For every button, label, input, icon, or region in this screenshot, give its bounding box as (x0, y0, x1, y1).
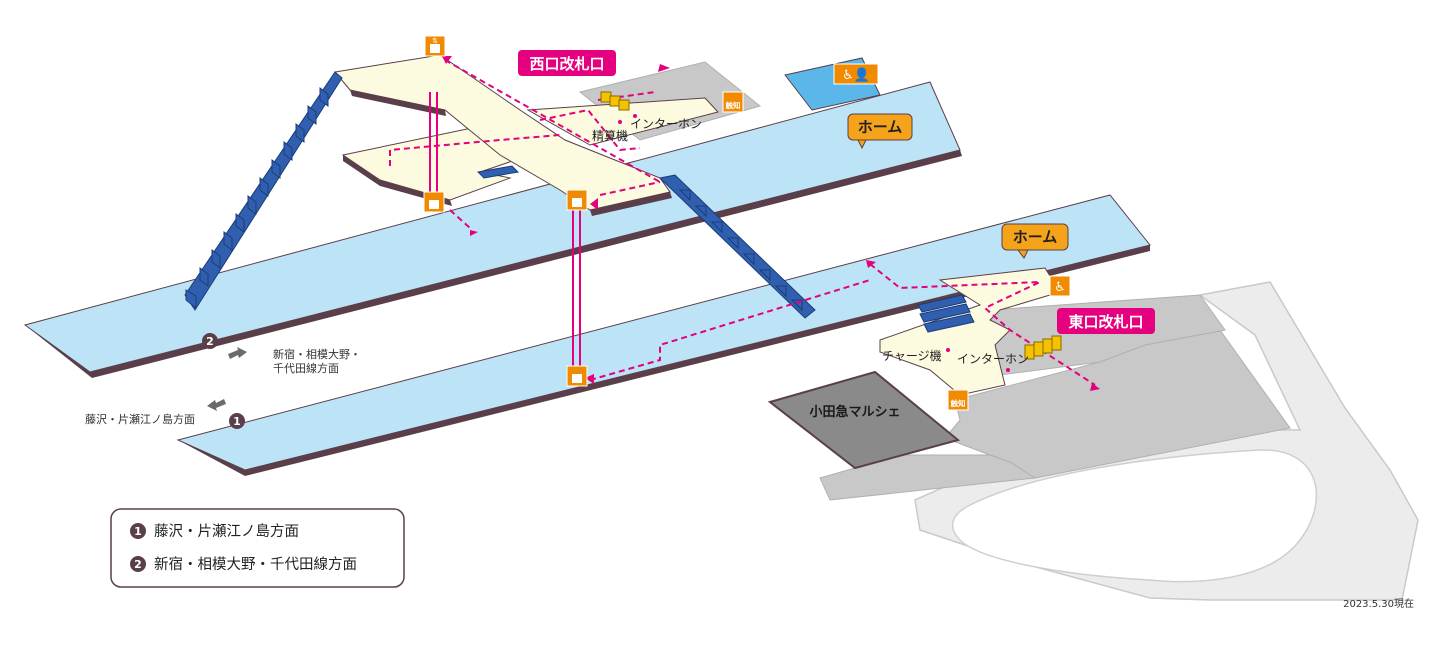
route-east (589, 263, 1096, 386)
legend: 1 藤沢・片瀬江ノ島方面 2 新宿・相模大野・千代田線方面 (110, 508, 405, 588)
direction-2: 2 新宿・相模大野・ 千代田線方面 (202, 333, 361, 375)
direction-arrow-icon (207, 399, 226, 411)
svg-text:2: 2 (134, 558, 142, 571)
shop-label: 小田急マルシェ (809, 404, 900, 420)
svg-text:♿👤: ♿👤 (842, 67, 870, 83)
facility-labels: 精算機 インターホン チャージ機 インターホン (592, 114, 1029, 372)
west-gate-badge: 西口改札口 (518, 50, 616, 76)
svg-text:ホーム: ホーム (1013, 228, 1058, 246)
ticket-gate-east (1024, 335, 1062, 360)
elevator-icon (566, 189, 588, 211)
west-concourse (334, 54, 762, 216)
svg-text:藤沢・片瀬江ノ島方面: 藤沢・片瀬江ノ島方面 (85, 412, 195, 426)
elevator-icon: ⇅ (424, 35, 446, 57)
svg-text:1: 1 (233, 415, 241, 428)
svg-text:千代田線方面: 千代田線方面 (273, 361, 339, 375)
elevator-icon (423, 191, 445, 213)
east-concourse (819, 294, 1291, 501)
route-west (389, 59, 661, 229)
ticket-gate-west (600, 91, 630, 111)
svg-text:⇅: ⇅ (432, 37, 438, 45)
svg-text:♿: ♿ (1054, 280, 1066, 295)
svg-text:新宿・相模大野・千代田線方面: 新宿・相模大野・千代田線方面 (154, 556, 357, 573)
svg-text:東口改札口: 東口改札口 (1068, 313, 1143, 331)
elevator-shaft-center (572, 208, 581, 368)
legend-item-1: 1 藤沢・片瀬江ノ島方面 (130, 523, 299, 540)
tactile-map-icon: 触知 (947, 389, 969, 411)
date-stamp: 2023.5.30現在 (1343, 598, 1414, 610)
platform-lower (176, 194, 1151, 476)
svg-text:ホーム: ホーム (858, 118, 903, 136)
stairs-west-long (184, 71, 343, 311)
svg-text:1: 1 (134, 525, 142, 538)
intercom-west-label: インターホン (630, 117, 702, 131)
home-bubble-lower: ホーム (1001, 223, 1069, 259)
tactile-map-icon: 触知 (722, 91, 744, 113)
home-bubble-upper: ホーム (847, 113, 913, 150)
svg-text:触知: 触知 (726, 100, 741, 110)
route-arrows (442, 56, 1100, 391)
svg-text:2: 2 (206, 335, 214, 348)
stairs-east (917, 294, 975, 333)
stairs-center-long (658, 174, 816, 319)
legend-item-2: 2 新宿・相模大野・千代田線方面 (130, 556, 357, 573)
accessible-toilet-icon: ♿👤 (833, 63, 879, 85)
direction-1: 1 藤沢・片瀬江ノ島方面 (85, 399, 245, 429)
svg-text:触知: 触知 (951, 398, 966, 408)
stairs-west-short (476, 165, 520, 179)
direction-arrow-icon (228, 347, 247, 359)
wheelchair-icon: ♿ (1049, 275, 1071, 297)
svg-text:西口改札口: 西口改札口 (529, 55, 604, 73)
charge-machine-label: チャージ機 (882, 348, 942, 363)
shop-odakyu-marche: 小田急マルシェ (767, 370, 961, 470)
elevator-icon (566, 365, 588, 387)
svg-text:藤沢・片瀬江ノ島方面: 藤沢・片瀬江ノ島方面 (154, 523, 299, 540)
intercom-east-label: インターホン (957, 352, 1029, 366)
svg-text:新宿・相模大野・: 新宿・相模大野・ (273, 347, 361, 361)
elevator-shaft-west (429, 92, 438, 192)
fare-adjust-label: 精算機 (592, 128, 628, 143)
east-gate-badge: 東口改札口 (1057, 308, 1155, 334)
